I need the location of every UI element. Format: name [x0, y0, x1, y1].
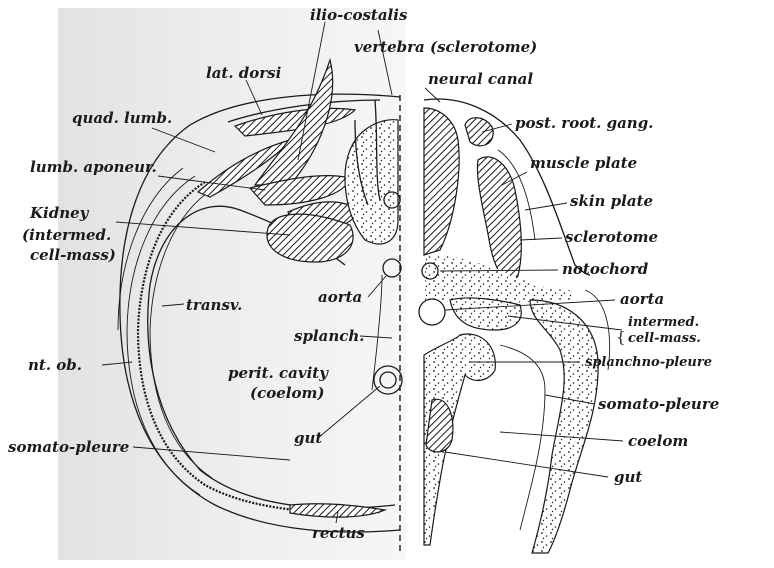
- label-brace: {: [616, 328, 626, 346]
- label-muscle-plate: muscle plate: [530, 154, 637, 172]
- label-aorta-left: aorta: [318, 288, 362, 306]
- label-somato-pleure-right: somato-pleure: [598, 395, 719, 413]
- label-neural-canal: neural canal: [428, 70, 533, 88]
- label-int-ob: nt. ob.: [28, 356, 82, 374]
- label-intermed-left-2: cell-mass): [30, 246, 116, 264]
- label-ilio-costalis: ilio-costalis: [310, 6, 408, 24]
- label-intermed-left-1: (intermed.: [22, 226, 111, 244]
- left-section-drawing: [58, 8, 406, 560]
- label-post-root-gang: post. root. gang.: [515, 114, 653, 132]
- label-intermed-right-1: intermed.: [628, 315, 699, 330]
- label-quad-lumb: quad. lumb.: [72, 109, 172, 127]
- label-intermed-right-2: cell-mass.: [628, 331, 701, 346]
- label-transv: transv.: [186, 296, 242, 314]
- label-notochord: notochord: [562, 260, 649, 278]
- label-lumb-aponeur: lumb. aponeur.: [30, 158, 157, 176]
- label-gut-left: gut: [294, 429, 322, 447]
- label-perit-cavity-1: perit. cavity: [228, 364, 329, 382]
- label-sclerotome: sclerotome: [565, 228, 658, 246]
- label-splanchno-pleure: splanchno-pleure: [585, 355, 712, 370]
- label-perit-cavity-2: (coelom): [250, 384, 324, 402]
- label-lat-dorsi: lat. dorsi: [206, 64, 282, 82]
- label-splanch: splanch.: [294, 327, 365, 345]
- label-vertebra-sclerotome: vertebra (sclerotome): [354, 38, 537, 56]
- label-rectus: rectus: [312, 524, 365, 542]
- label-kidney: Kidney: [29, 204, 90, 222]
- label-gut-right: gut: [614, 468, 642, 486]
- label-coelom: coelom: [628, 432, 688, 450]
- label-skin-plate: skin plate: [570, 192, 653, 210]
- label-aorta-right: aorta: [620, 290, 664, 308]
- label-somato-pleure-left: somato-pleure: [8, 438, 129, 456]
